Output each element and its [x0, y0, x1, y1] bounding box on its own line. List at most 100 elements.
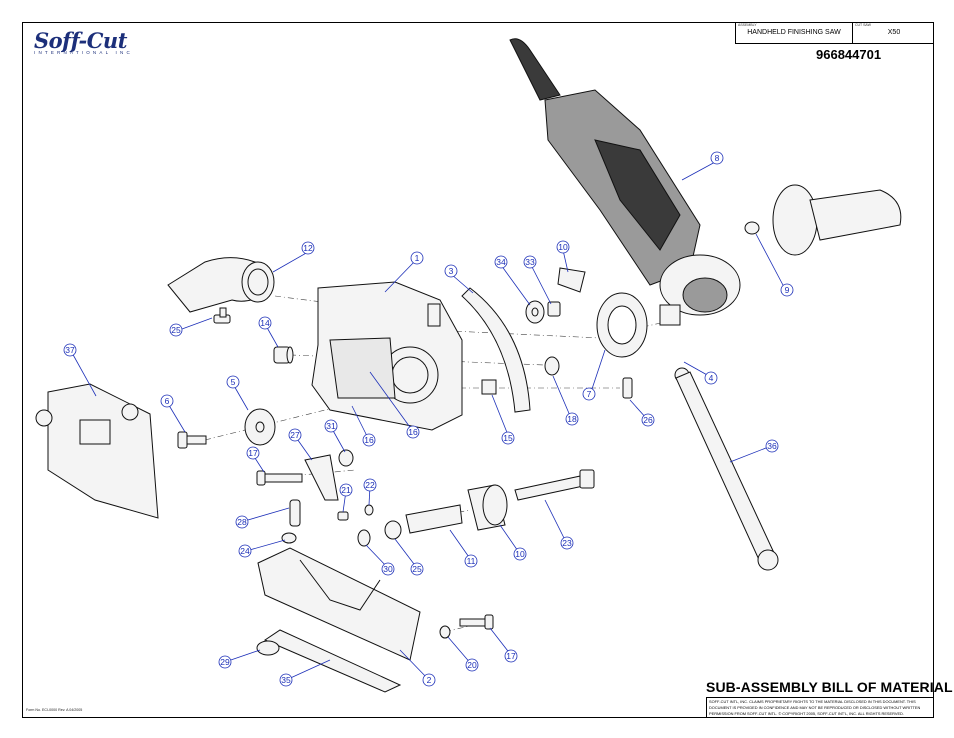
svg-text:36: 36: [767, 441, 777, 451]
svg-text:28: 28: [237, 517, 247, 527]
callout-15: 15: [501, 431, 515, 445]
svg-text:30: 30: [383, 564, 393, 574]
callout-14: 14: [258, 316, 272, 330]
callout-16a: 16: [406, 425, 420, 439]
svg-text:17: 17: [248, 448, 258, 458]
nut-32: [338, 449, 354, 467]
callout-balloons: 12 1 3 10 34 33 8 9 4 7 26 18 15 16 16 1…: [63, 151, 794, 687]
svg-text:14: 14: [260, 318, 270, 328]
callout-36: 36: [765, 439, 779, 453]
callout-24: 24: [238, 544, 252, 558]
arc-guard: [461, 287, 531, 413]
proprietary-notice: SOFF-CUT INTL, INC. CLAIMS PROPRIETARY R…: [706, 697, 934, 718]
bushing-25: [384, 520, 402, 540]
svg-text:12: 12: [303, 243, 313, 253]
callout-4: 4: [704, 371, 718, 385]
spacer-14: [273, 346, 294, 364]
callout-35: 35: [279, 673, 293, 687]
svg-text:3: 3: [449, 266, 454, 276]
model-value: X50: [887, 29, 901, 36]
callout-20: 20: [465, 658, 479, 672]
svg-text:35: 35: [281, 675, 291, 685]
svg-text:27: 27: [290, 430, 300, 440]
svg-text:1: 1: [415, 253, 420, 263]
callout-23: 23: [560, 536, 574, 550]
callout-8: 8: [710, 151, 724, 165]
collar-7: [596, 292, 648, 358]
svg-text:18: 18: [567, 414, 577, 424]
callout-17b: 17: [504, 649, 518, 663]
callout-27: 26: [641, 413, 655, 427]
base-plate: [257, 547, 421, 693]
callout-2: 2: [422, 673, 436, 687]
callout-25: 25: [410, 562, 424, 576]
warning-label: [557, 267, 586, 293]
title-block: ASSEMBLY HANDHELD FINISHING SAW CUT SAW …: [735, 22, 934, 44]
callout-29: 28: [235, 515, 249, 529]
bolt-17: [256, 470, 303, 486]
callout-9: 9: [780, 283, 794, 297]
sleeve-11: [405, 504, 463, 534]
callout-26: 25: [169, 323, 183, 337]
washer-34: [525, 300, 545, 324]
svg-text:6: 6: [165, 396, 170, 406]
assembly-cell: ASSEMBLY HANDHELD FINISHING SAW: [736, 22, 853, 43]
pin-29: [289, 499, 301, 527]
assembly-value: HANDHELD FINISHING SAW: [747, 29, 841, 36]
model-label: CUT SAW: [855, 23, 871, 27]
support-arm: [675, 371, 779, 571]
callout-10: 10: [513, 547, 527, 561]
callout-16b: 16: [362, 433, 376, 447]
screw-21: [337, 511, 349, 521]
sheet-title: SUB-ASSEMBLY BILL OF MATERIAL: [706, 679, 953, 695]
callout-37: 37: [63, 343, 77, 357]
form-number: Form No. ECI-0000 Rev. A 04/2005: [26, 708, 83, 712]
svg-text:9: 9: [785, 285, 790, 295]
pin-27: [622, 377, 633, 399]
spacer-31: [357, 529, 371, 547]
callout-30: 29: [218, 655, 232, 669]
svg-text:20: 20: [467, 660, 477, 670]
svg-text:26: 26: [643, 415, 653, 425]
cover-plate: [35, 383, 159, 519]
callout-31: 30: [381, 562, 395, 576]
svg-text:7: 7: [587, 389, 592, 399]
dust-hose-elbow: [167, 257, 275, 313]
grinder-motor: [509, 38, 741, 326]
callout-22: 22: [363, 478, 377, 492]
callout-33: 33: [523, 255, 537, 269]
callout-11: 11: [464, 554, 478, 568]
callout-13: 10: [556, 240, 570, 254]
callout-3: 3: [444, 264, 458, 278]
bearing-18: [544, 356, 560, 376]
svg-text:21: 21: [341, 485, 351, 495]
blade-guard-housing: [311, 281, 463, 431]
svg-text:25: 25: [412, 564, 422, 574]
svg-text:8: 8: [715, 153, 720, 163]
assembly-label: ASSEMBLY: [738, 23, 757, 27]
logo-wordmark: Soff-Cut: [34, 28, 127, 53]
svg-text:25: 25: [171, 325, 181, 335]
svg-text:37: 37: [65, 345, 75, 355]
svg-text:16: 16: [408, 427, 418, 437]
callout-32: 31: [324, 419, 338, 433]
callout-17a: 17: [246, 446, 260, 460]
washer-22: [364, 504, 374, 516]
part-number: 966844701: [816, 47, 882, 62]
clip-15: [481, 379, 497, 395]
soff-cut-logo: Soff-Cut INTERNATIONAL INC: [30, 28, 150, 56]
svg-text:33: 33: [525, 257, 535, 267]
svg-text:4: 4: [709, 373, 714, 383]
svg-text:2: 2: [427, 675, 432, 685]
logo-tagline: INTERNATIONAL INC: [34, 50, 133, 55]
svg-text:23: 23: [562, 538, 572, 548]
bolt-17-lower: [459, 614, 494, 630]
nut-33: [547, 301, 561, 317]
callout-28: 27: [288, 428, 302, 442]
svg-text:16: 16: [364, 435, 374, 445]
svg-text:10: 10: [558, 242, 568, 252]
svg-text:22: 22: [365, 480, 375, 490]
side-handle: [744, 184, 902, 256]
svg-text:29: 29: [220, 657, 230, 667]
